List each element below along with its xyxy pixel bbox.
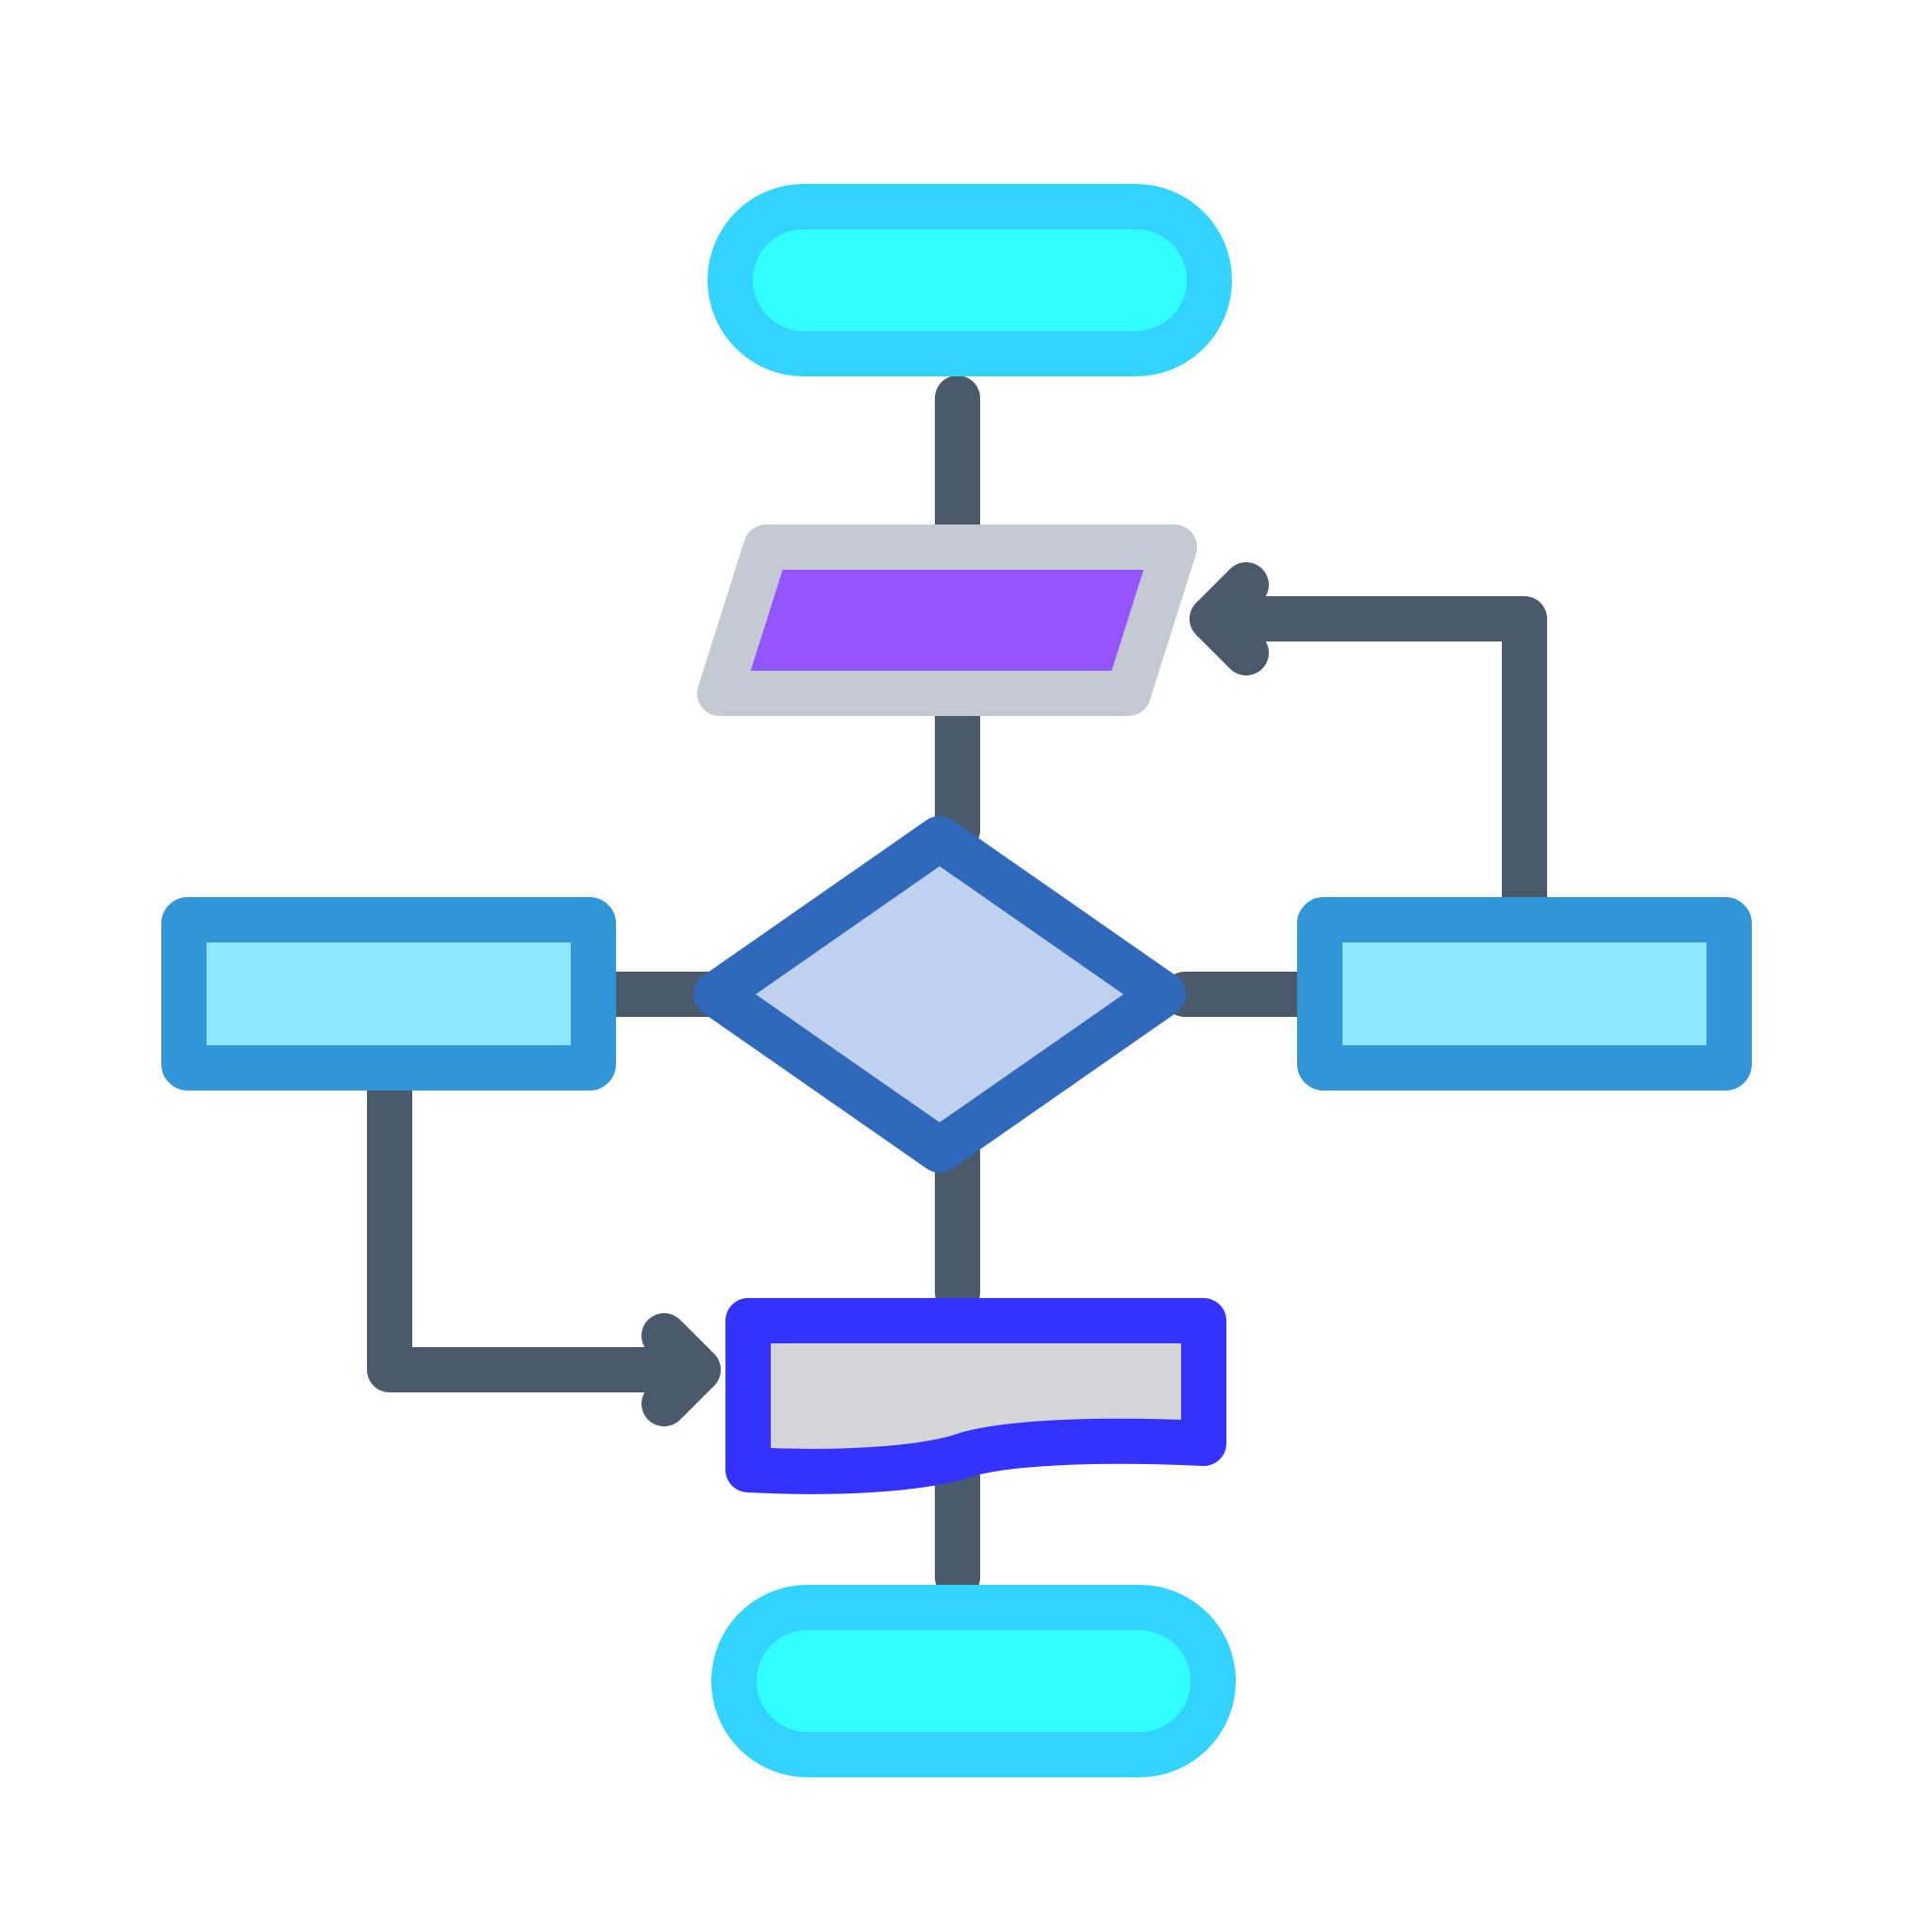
- input-parallelogram[interactable]: [697, 525, 1197, 716]
- decision-diamond[interactable]: [693, 816, 1186, 1173]
- process-right-rectangle[interactable]: [1297, 897, 1752, 1091]
- arrowhead-process-right-to-input: [1190, 562, 1269, 675]
- edge-process-right-to-input: [1190, 596, 1547, 924]
- edge-process-left-to-document: [367, 1062, 721, 1392]
- start-terminal[interactable]: [708, 184, 1232, 376]
- document-shape[interactable]: [725, 1298, 1226, 1494]
- end-terminal[interactable]: [711, 1585, 1236, 1777]
- nodes: [161, 184, 1752, 1777]
- process-left-rectangle[interactable]: [161, 897, 616, 1091]
- arrowhead-process-left-to-document: [641, 1313, 721, 1426]
